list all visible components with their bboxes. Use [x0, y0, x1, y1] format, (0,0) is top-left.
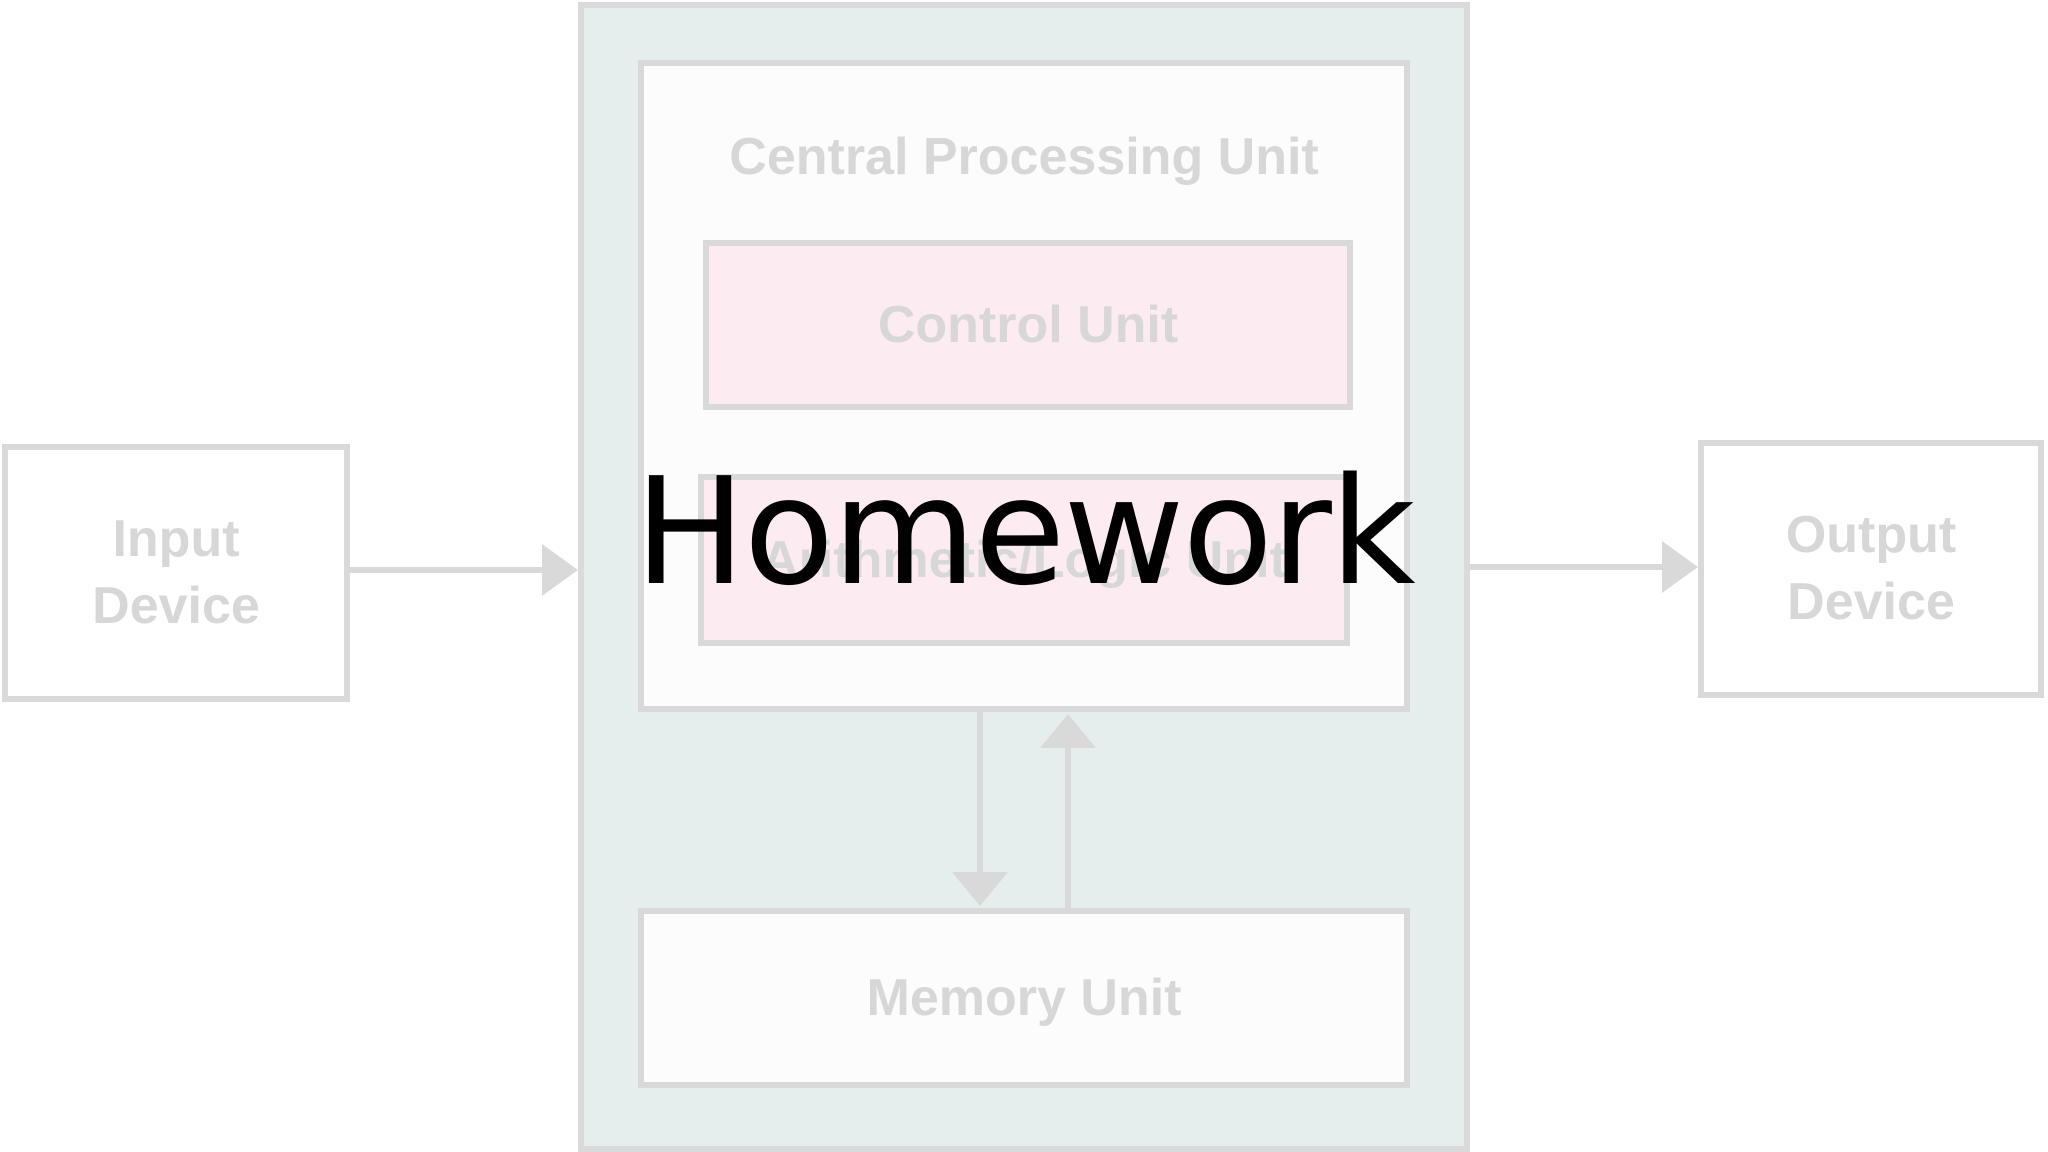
input-device-box: Input Device: [2, 444, 350, 702]
input-device-label: Input Device: [92, 510, 260, 635]
memory-unit-box: Memory Unit: [638, 908, 1410, 1088]
output-device-box: Output Device: [1698, 440, 2044, 698]
homework-title: Homework: [634, 446, 1415, 618]
memory-unit-label: Memory Unit: [866, 968, 1182, 1027]
control-unit-label: Control Unit: [877, 295, 1179, 354]
output-device-label: Output Device: [1785, 506, 1957, 631]
control-unit-box: Control Unit: [703, 240, 1353, 410]
cpu-title: Central Processing Unit: [729, 128, 1319, 186]
alu-label: Arithmetic/Logic Unit: [761, 530, 1287, 589]
alu-box: Arithmetic/Logic Unit: [698, 474, 1350, 646]
